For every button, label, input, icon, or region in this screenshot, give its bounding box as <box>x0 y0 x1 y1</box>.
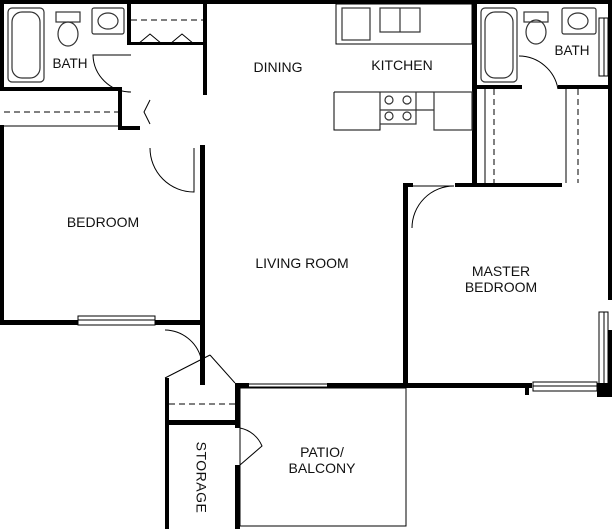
closet-corner-wall <box>118 126 140 130</box>
living-bottom-wall-left <box>235 383 249 388</box>
living-bottom-wall-mid <box>327 383 409 388</box>
entry-door-leaf <box>164 354 211 379</box>
room-label-bath-right: BATH <box>554 43 590 58</box>
bath-bottom-wall <box>0 87 120 91</box>
storage-door-swing <box>239 427 263 466</box>
room-label-storage: STORAGE <box>193 441 210 514</box>
bath-right-bottom-wall <box>477 85 522 89</box>
sink-right-basin <box>567 12 589 30</box>
room-label-patio-line1: PATIO/ <box>300 444 344 460</box>
storage-left-wall <box>165 378 169 529</box>
toilet-left-tank <box>55 11 81 23</box>
top-wall <box>0 0 612 4</box>
master-bottom-wall <box>405 383 532 388</box>
room-label-master-line2: BEDROOM <box>464 279 538 295</box>
burner-2 <box>402 95 412 105</box>
closet-side-wall <box>118 87 122 129</box>
master-left-wall <box>403 183 408 388</box>
burner-1 <box>384 95 394 105</box>
patio-outline <box>239 387 407 527</box>
left-wall-lower <box>0 125 4 325</box>
bath-door-swing <box>92 54 132 93</box>
toilet-right-tank <box>523 11 549 23</box>
room-label-living-room: LIVING ROOM <box>255 255 349 271</box>
room-label-patio-line2: BALCONY <box>288 460 356 476</box>
toilet-left-bowl <box>57 21 79 47</box>
room-label-dining: DINING <box>253 59 303 75</box>
bedroom-bottom-wall-left <box>0 320 78 325</box>
bathtub-right-inner <box>484 11 514 79</box>
kitchen-upper-counter <box>335 3 473 45</box>
storage-right-wall-lower <box>235 465 240 529</box>
storage-top-wall <box>165 420 237 425</box>
left-wall-upper <box>0 0 4 90</box>
room-label-master-line1: MASTER <box>471 263 531 279</box>
bathtub-left-inner <box>11 11 41 79</box>
bedroom-bottom-wall-right <box>155 320 200 325</box>
entry-door-swing <box>164 329 202 359</box>
dishwasher <box>341 7 371 41</box>
bath-left-wall <box>127 0 131 45</box>
burner-3 <box>384 111 394 121</box>
closet-bifold-a <box>137 33 163 45</box>
master-door-swing <box>411 185 455 229</box>
fixtures <box>7 7 597 131</box>
burner-4 <box>402 111 412 121</box>
storage-right-wall-upper <box>235 383 240 428</box>
refrigerator <box>433 91 473 131</box>
room-label-bath-left: BATH <box>52 56 88 71</box>
dining-left-wall <box>203 0 207 95</box>
right-wall-upper <box>608 0 612 300</box>
sink-left-basin <box>97 12 119 30</box>
toilet-right-bowl <box>525 19 547 45</box>
entry-door-leaf-2 <box>209 354 236 384</box>
bedroom-right-wall <box>200 145 205 385</box>
closet-top-wall <box>131 42 203 45</box>
bath-right-bottom-wall-2 <box>558 85 612 89</box>
kitchen-right-wall <box>472 0 477 185</box>
closet-bifold-b <box>169 33 195 45</box>
bathtub-left <box>7 7 45 83</box>
bedroom-closet-bifold <box>143 99 151 125</box>
bath-right-door-swing <box>518 55 559 90</box>
thin-lines <box>4 3 609 527</box>
master-top-wall <box>455 183 562 187</box>
room-label-bedroom: BEDROOM <box>66 214 140 230</box>
master-bottom-stub <box>525 383 529 395</box>
room-label-kitchen: KITCHEN <box>371 57 433 73</box>
sink-right-counter <box>561 7 597 35</box>
sink-left-counter <box>91 7 125 35</box>
right-wall-lower <box>608 330 612 390</box>
stove <box>379 91 417 125</box>
bathtub-right <box>480 7 518 83</box>
bedroom-door-swing <box>149 147 195 193</box>
